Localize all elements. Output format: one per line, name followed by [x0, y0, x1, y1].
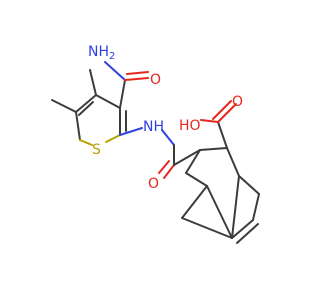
- bond: [158, 160, 170, 174]
- hydroxyl-label: HO: [179, 118, 201, 134]
- bond: [181, 217, 233, 239]
- methyl-bond: [89, 69, 97, 96]
- bond: [200, 119, 219, 123]
- bond: [173, 149, 201, 166]
- bond: [181, 185, 208, 219]
- bond: [185, 149, 201, 174]
- bond: [126, 71, 149, 75]
- bond: [226, 147, 240, 177]
- bond: [104, 61, 126, 81]
- methyl-bond: [51, 99, 77, 113]
- bond: [199, 147, 228, 151]
- nh-label: NH: [143, 119, 164, 135]
- bond: [79, 139, 93, 146]
- nh2-label: NH2: [88, 44, 115, 62]
- bond: [231, 219, 254, 239]
- bond: [238, 175, 260, 195]
- bond: [217, 121, 228, 149]
- bond: [236, 223, 259, 244]
- bond: [217, 103, 237, 123]
- thiophene-ring: [75, 94, 127, 146]
- bond: [231, 175, 240, 239]
- bond: [185, 172, 208, 187]
- molecule-diagram: NH2 O NH S O HO O: [51, 44, 260, 244]
- bond: [95, 94, 121, 109]
- amide-oxygen-label: O: [150, 72, 161, 88]
- bond: [206, 185, 233, 239]
- bond: [161, 129, 175, 146]
- bond: [119, 127, 143, 136]
- bond: [163, 164, 175, 179]
- bond: [75, 94, 97, 113]
- bicyclooctene-ring: [181, 147, 260, 244]
- bond: [124, 77, 149, 81]
- sulfur-label: S: [92, 142, 101, 158]
- bond: [105, 134, 121, 143]
- bond: [252, 193, 260, 221]
- bond: [212, 100, 232, 120]
- acid-oxygen-label: O: [232, 94, 243, 110]
- bond: [75, 111, 81, 141]
- bond: [78, 101, 94, 116]
- carbonyl-oxygen-label: O: [148, 176, 159, 192]
- structure-canvas: NH2 O NH S O HO O: [51, 44, 260, 244]
- bond: [119, 79, 126, 109]
